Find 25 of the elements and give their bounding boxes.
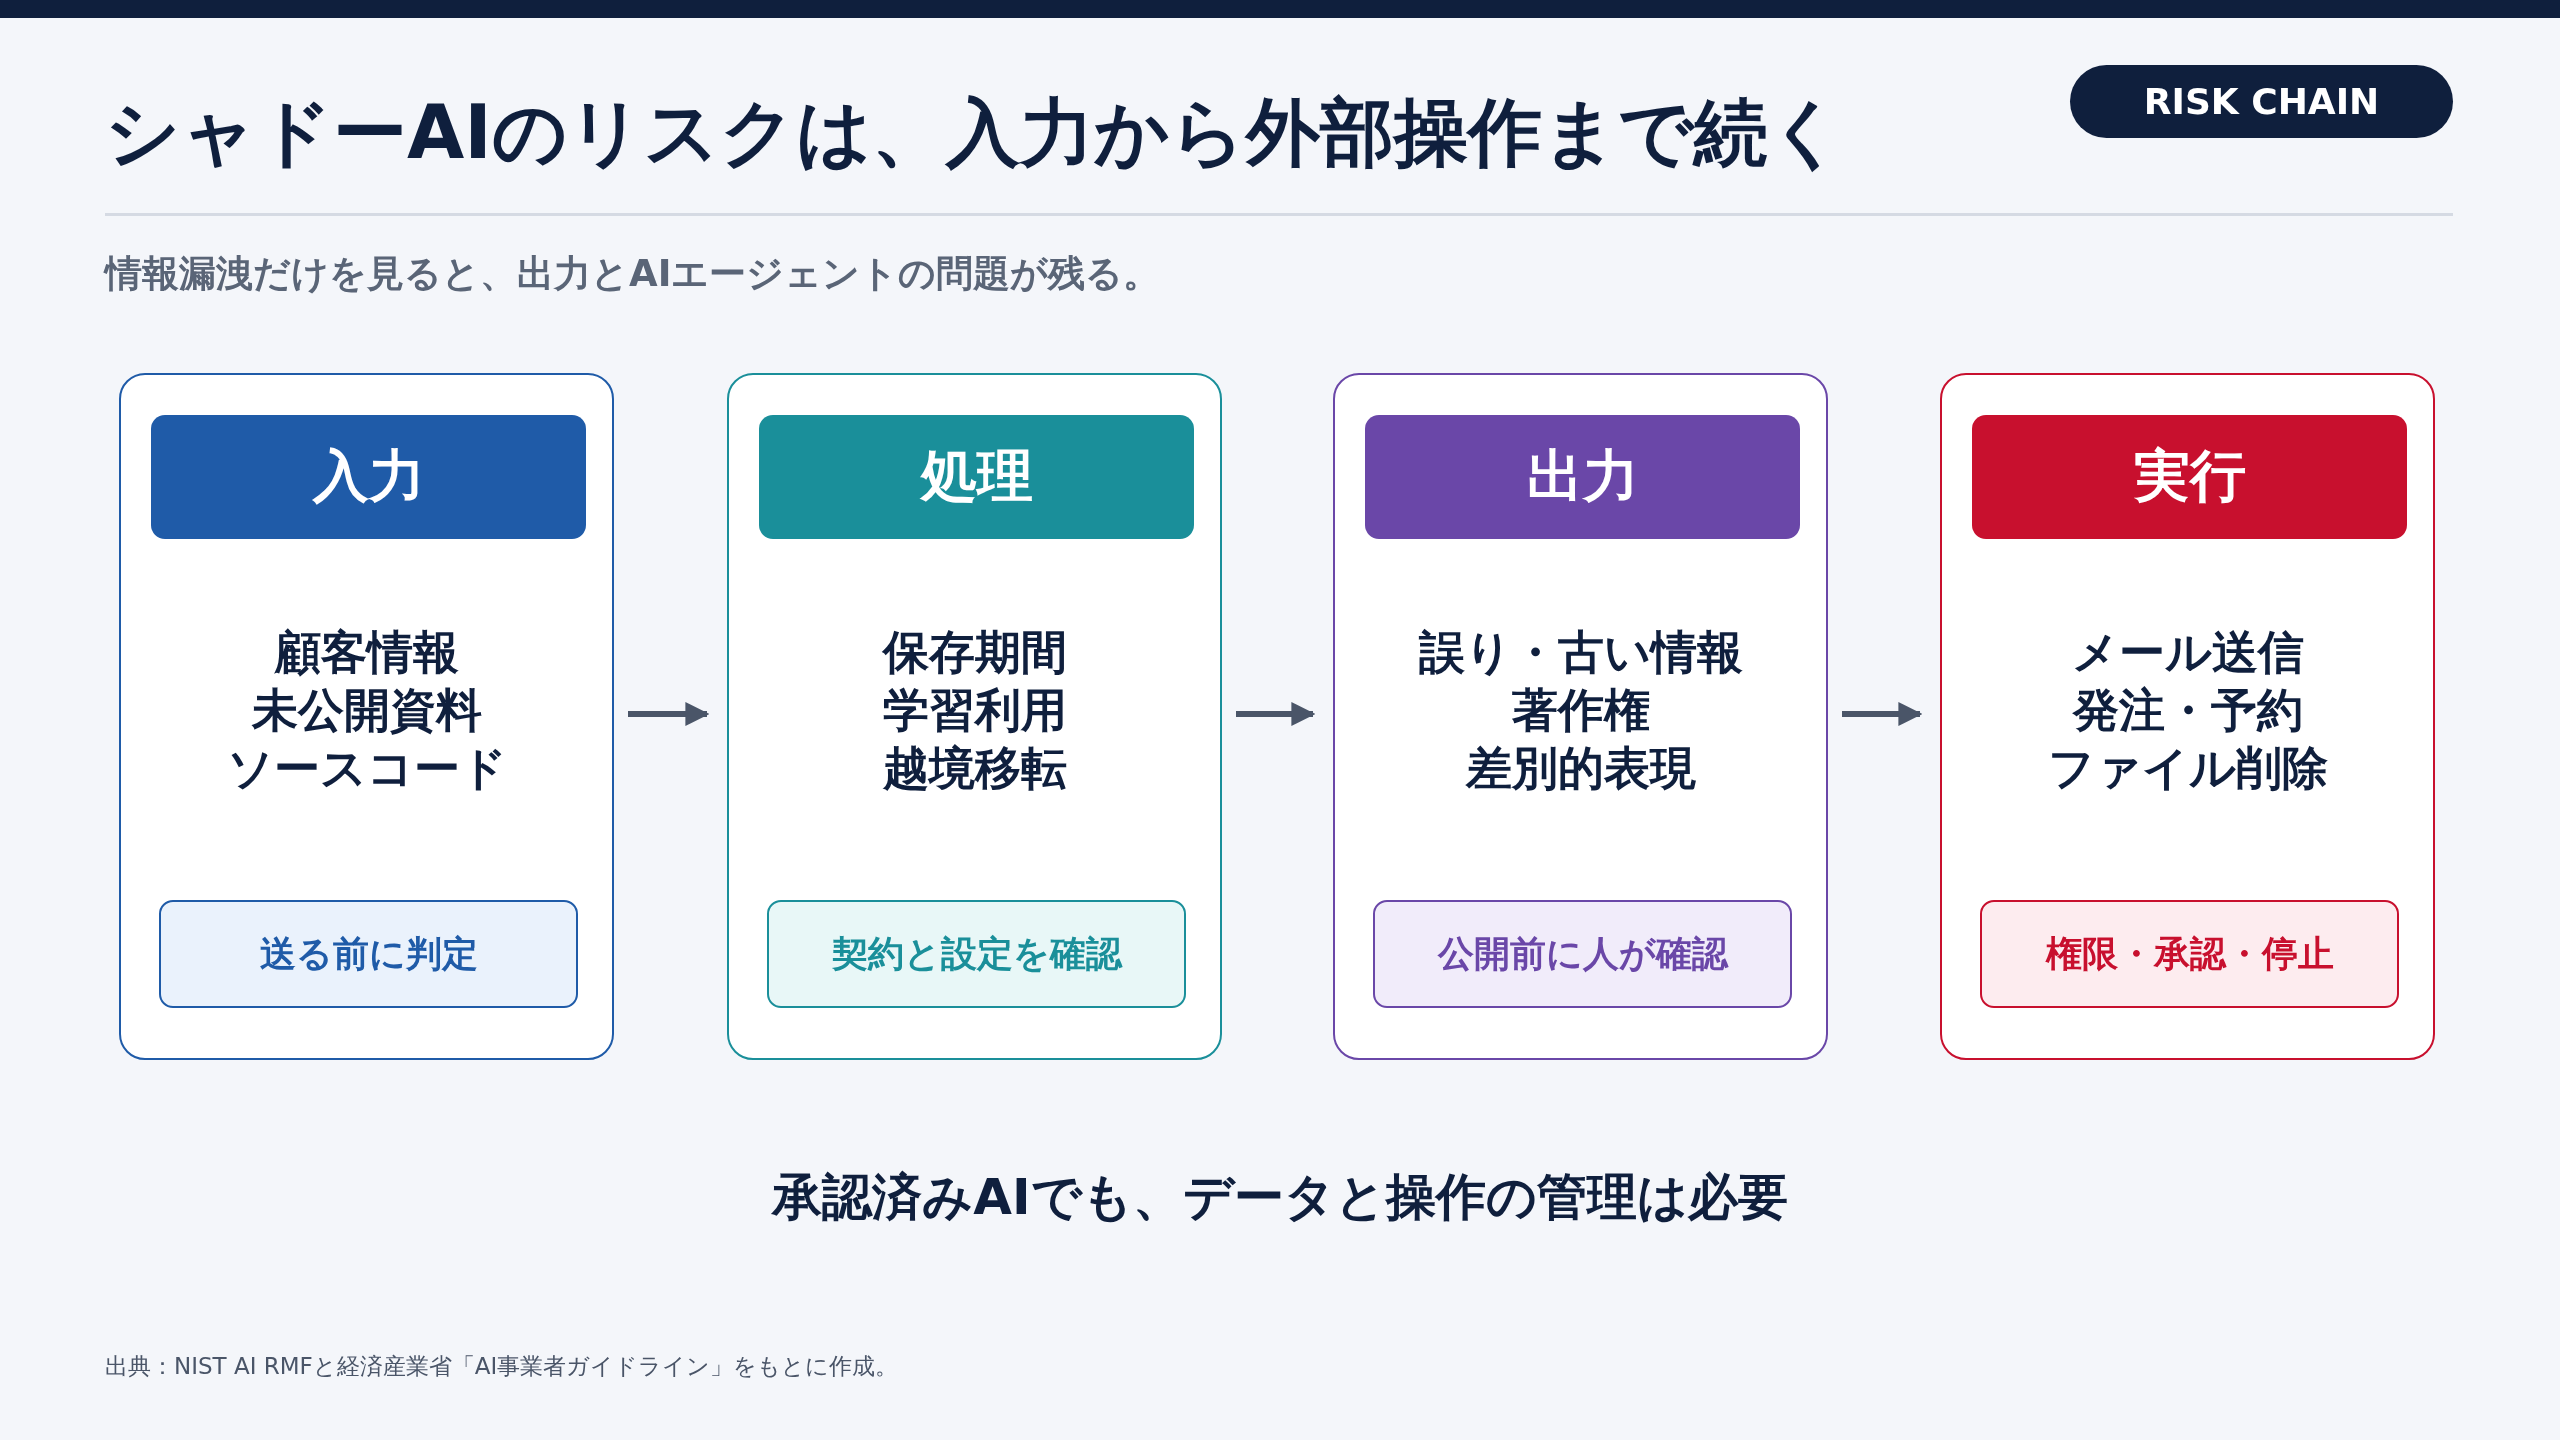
item-list: 誤り・古い情報 著作権 差別的表現 bbox=[1335, 623, 1826, 797]
item-list: メール送信 発注・予約 ファイル削除 bbox=[1942, 623, 2433, 797]
control-box: 権限・承認・停止 bbox=[1980, 900, 2399, 1008]
stage-header: 処理 bbox=[759, 415, 1194, 539]
stage-header: 入力 bbox=[151, 415, 586, 539]
arrow bbox=[1236, 702, 1316, 726]
card bbox=[1940, 373, 2435, 1060]
item-list: 保存期間 学習利用 越境移転 bbox=[729, 623, 1220, 797]
stage-header: 実行 bbox=[1972, 415, 2407, 539]
item-list: 顧客情報 未公開資料 ソースコード bbox=[121, 623, 612, 797]
card bbox=[1333, 373, 1828, 1060]
arrow bbox=[1842, 702, 1923, 726]
control-box: 送る前に判定 bbox=[159, 900, 578, 1008]
source-note: 出典：NIST AI RMFと経済産業省「AI事業者ガイドライン」をもとに作成。 bbox=[105, 1352, 899, 1381]
top-bar bbox=[0, 0, 2560, 18]
title: シャドーAIのリスクは、入力から外部操作まで続く bbox=[105, 88, 1844, 177]
card bbox=[119, 373, 614, 1060]
summary-text: 承認済みAIでも、データと操作の管理は必要 bbox=[770, 1167, 1789, 1228]
arrow bbox=[628, 702, 710, 726]
control-box: 契約と設定を確認 bbox=[767, 900, 1186, 1008]
card bbox=[727, 373, 1222, 1060]
control-box: 公開前に人が確認 bbox=[1373, 900, 1792, 1008]
badge: RISK CHAIN bbox=[2070, 65, 2453, 138]
subtitle: 情報漏洩だけを見ると、出力とAIエージェントの問題が残る。 bbox=[105, 251, 1161, 297]
stage-header: 出力 bbox=[1365, 415, 1800, 539]
